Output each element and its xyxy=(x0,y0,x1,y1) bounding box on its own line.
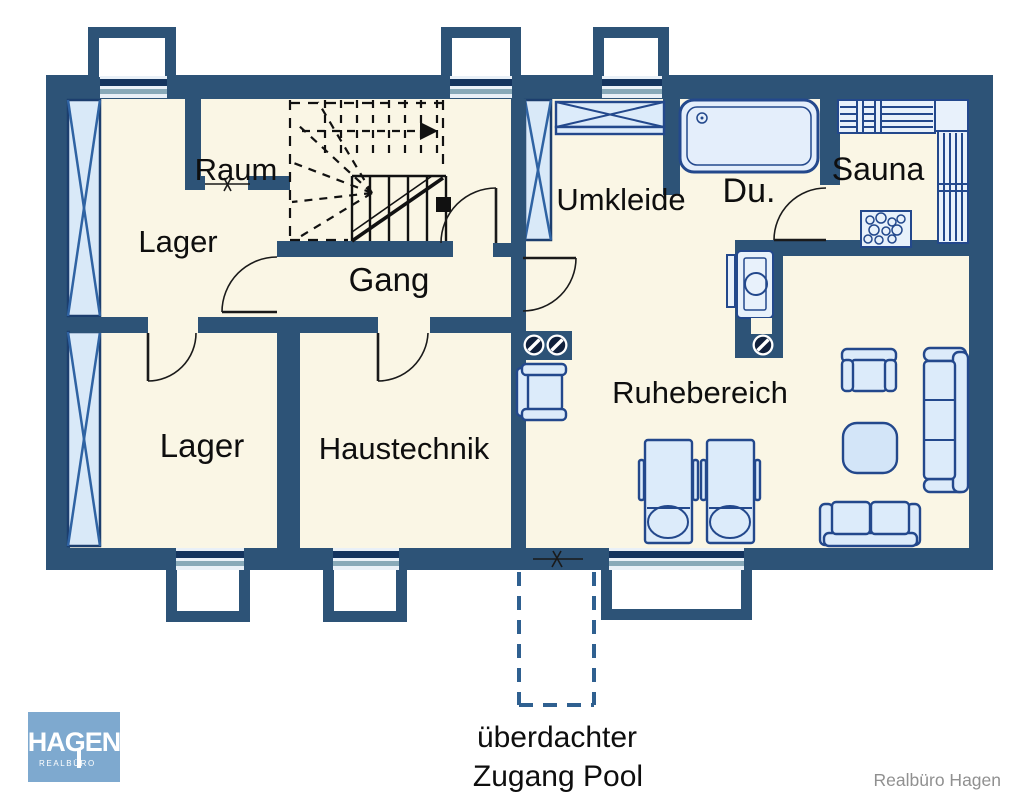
heater-fixture xyxy=(726,250,774,334)
sauna-bench-right xyxy=(937,130,969,244)
pipe-symbol-2 xyxy=(546,334,568,356)
pool-access-caption: überdachter Zugang Pool xyxy=(473,721,643,793)
stair-handrail-post xyxy=(436,197,451,212)
window-bottom-1 xyxy=(176,548,244,570)
window-top-3 xyxy=(602,76,662,98)
light-well-top-middle xyxy=(441,27,521,77)
wall-center-vertical xyxy=(511,99,526,548)
stair-stringer-line xyxy=(350,176,445,243)
room-labels: Raum Lager Gang Umkleide Du. Sauna Lager… xyxy=(138,151,924,466)
light-wells xyxy=(88,27,752,622)
logo-title: HAGEN xyxy=(28,727,121,757)
heater-dial xyxy=(744,272,768,296)
stairs xyxy=(288,100,451,243)
light-well-bottom-middle xyxy=(323,570,407,622)
shaft-column-left-upper xyxy=(66,98,102,318)
pipe-symbols xyxy=(523,334,774,356)
pool-access-outline xyxy=(517,572,596,707)
window-bottom-2 xyxy=(333,548,399,570)
light-well-bottom-left xyxy=(166,570,250,622)
sauna-bench-top xyxy=(837,99,936,134)
window-bottom-3 xyxy=(609,548,744,570)
logo-subtitle: REALBÜRO xyxy=(39,759,96,768)
door-sauna xyxy=(773,187,827,242)
hagen-logo: HAGEN REALBÜRO xyxy=(28,712,121,782)
window-shaft-columns xyxy=(66,98,553,548)
room-label-haustechnik: Haustechnik xyxy=(319,431,490,466)
stair-direction-arrow xyxy=(420,122,438,140)
wall-lager-haustechnik xyxy=(277,317,300,548)
shower-tray xyxy=(678,98,820,174)
wall-b4 xyxy=(430,317,511,333)
armchair-wall xyxy=(515,362,568,422)
wall-b3 xyxy=(300,317,378,333)
sauna-fittings xyxy=(837,99,969,248)
light-well-top-left xyxy=(88,27,176,77)
coffee-table xyxy=(841,421,899,475)
light-well-top-right xyxy=(593,27,669,77)
door-haustechnik xyxy=(376,332,429,382)
wall-umkleide-dusche xyxy=(663,99,680,195)
pipe-symbol-1 xyxy=(523,334,545,356)
heater-side-bracket xyxy=(726,254,736,308)
wall-b1 xyxy=(70,317,148,333)
wall-stair-bottom xyxy=(277,241,453,257)
watermark-text: Realbüro Hagen xyxy=(874,770,1001,790)
sliding-door-raum xyxy=(205,177,250,192)
door-landing xyxy=(440,187,498,244)
room-label-umkleide: Umkleide xyxy=(556,182,685,217)
lounger-1 xyxy=(637,438,700,545)
sofa-three-seat xyxy=(922,346,970,494)
wall-dusche-sauna xyxy=(820,99,840,185)
sliding-door-pool xyxy=(533,550,583,568)
sauna-corner-bench xyxy=(934,99,969,132)
room-label-dusche: Du. xyxy=(723,172,776,210)
watermark: Realbüro Hagen Realbüro Hagen xyxy=(874,770,1003,792)
chimney-notch xyxy=(751,318,772,334)
door-gang-lager xyxy=(221,256,278,314)
window-top-2 xyxy=(450,76,512,98)
room-label-lager-lower: Lager xyxy=(160,427,244,464)
stair-winder-treads xyxy=(290,101,373,239)
pool-caption-line1: überdachter xyxy=(477,721,637,754)
room-label-lager-upper: Lager xyxy=(138,224,217,259)
pipe-symbol-3 xyxy=(752,334,774,356)
stair-lower-flight xyxy=(350,174,451,243)
light-well-bottom-right xyxy=(601,570,752,620)
sofa-two-seat xyxy=(818,500,922,548)
pool-caption-line2: Zugang Pool xyxy=(473,760,643,793)
room-label-gang: Gang xyxy=(349,261,430,298)
room-label-ruhebereich: Ruhebereich xyxy=(612,375,788,410)
watermark-shadow: Realbüro Hagen xyxy=(875,772,1002,792)
room-label-raum: Raum xyxy=(195,152,278,187)
wardrobe xyxy=(554,100,666,136)
logo-g-tail xyxy=(77,750,81,768)
lounger-2 xyxy=(699,438,762,545)
shaft-column-umkleide xyxy=(523,98,553,242)
room-label-sauna: Sauna xyxy=(832,151,925,187)
wall-raum-bottom-1 xyxy=(185,176,205,190)
shower-drain xyxy=(696,112,708,124)
window-top-1 xyxy=(100,76,167,98)
sauna-heater-stones xyxy=(860,210,912,248)
wall-b2 xyxy=(198,317,277,333)
armchair-seating-group xyxy=(840,347,898,393)
logo-box xyxy=(28,712,120,782)
doors xyxy=(146,177,827,568)
ruhebereich-furniture xyxy=(515,346,970,548)
windows xyxy=(100,76,744,570)
wall-raum-left xyxy=(185,99,201,190)
stair-walk-line xyxy=(302,122,438,140)
door-umkleide-ruhebereich xyxy=(522,256,577,312)
interior-walls xyxy=(70,99,969,548)
wall-landing-stub xyxy=(493,243,511,257)
door-lager-lower xyxy=(146,332,197,382)
shaft-column-left-lower xyxy=(66,330,102,548)
umkleide-fittings xyxy=(554,98,820,174)
wall-raum-bottom-2 xyxy=(248,176,290,190)
